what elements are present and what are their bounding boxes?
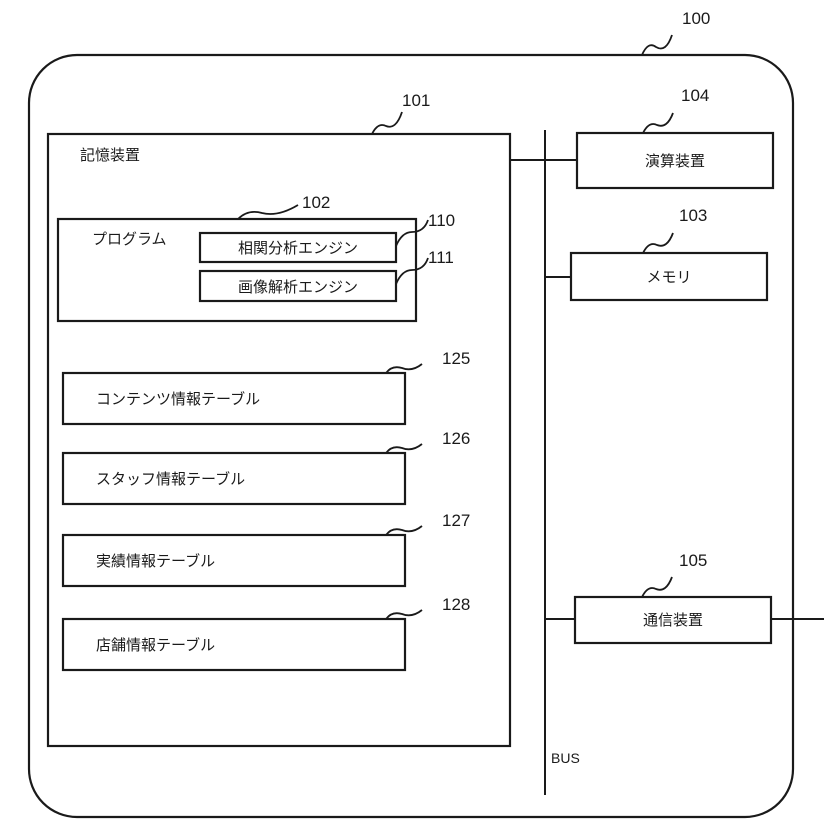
table-staff-info: スタッフ情報テーブル 126 xyxy=(61,429,470,506)
processor-box xyxy=(575,131,775,190)
leader-104 xyxy=(642,112,674,134)
leader-103 xyxy=(642,232,674,254)
ref-127: 127 xyxy=(442,511,470,530)
leader-111 xyxy=(395,257,429,285)
engine-box-image xyxy=(198,269,398,303)
comm-device-label: 通信装置 xyxy=(643,611,703,629)
table-performance-info: 実績情報テーブル 127 xyxy=(61,511,470,588)
leader-102 xyxy=(237,204,299,220)
ref-100: 100 xyxy=(682,9,710,28)
table-box xyxy=(61,451,407,506)
processor-label: 演算装置 xyxy=(645,152,705,170)
table-label: 店舗情報テーブル xyxy=(96,636,215,654)
engine-box-correlation xyxy=(198,231,398,264)
table-label: 実績情報テーブル xyxy=(96,552,215,570)
table-box xyxy=(61,371,407,426)
ref-128: 128 xyxy=(442,595,470,614)
program-label: プログラム xyxy=(92,230,167,248)
table-content-info: コンテンツ情報テーブル 125 xyxy=(61,349,470,426)
table-store-info: 店舗情報テーブル 128 xyxy=(61,595,470,672)
table-box xyxy=(61,617,407,672)
ref-110: 110 xyxy=(428,211,455,230)
storage-device-label: 記憶装置 xyxy=(80,146,140,164)
ref-101: 101 xyxy=(402,91,430,110)
engine-label-correlation: 相関分析エンジン xyxy=(238,239,358,257)
memory-label: メモリ xyxy=(646,268,691,286)
ref-104: 104 xyxy=(681,86,709,105)
leader-101 xyxy=(371,111,403,135)
leader-128 xyxy=(385,609,423,620)
leader-126 xyxy=(385,443,423,454)
ref-111: 111 xyxy=(428,248,454,267)
bus-label: BUS xyxy=(551,750,580,766)
memory-box xyxy=(569,251,769,302)
engine-label-image: 画像解析エンジン xyxy=(238,278,358,296)
ref-125: 125 xyxy=(442,349,470,368)
ref-126: 126 xyxy=(442,429,470,448)
ref-105: 105 xyxy=(679,551,707,570)
leader-105 xyxy=(641,576,673,598)
leader-127 xyxy=(385,525,423,536)
leader-110 xyxy=(395,219,429,247)
ref-102: 102 xyxy=(302,193,330,212)
table-label: コンテンツ情報テーブル xyxy=(96,390,260,408)
ref-103: 103 xyxy=(679,206,707,225)
comm-device-box xyxy=(573,595,773,645)
leader-125 xyxy=(385,363,423,374)
leader-100-path xyxy=(641,34,673,56)
table-label: スタッフ情報テーブル xyxy=(96,470,245,488)
table-box xyxy=(61,533,407,588)
